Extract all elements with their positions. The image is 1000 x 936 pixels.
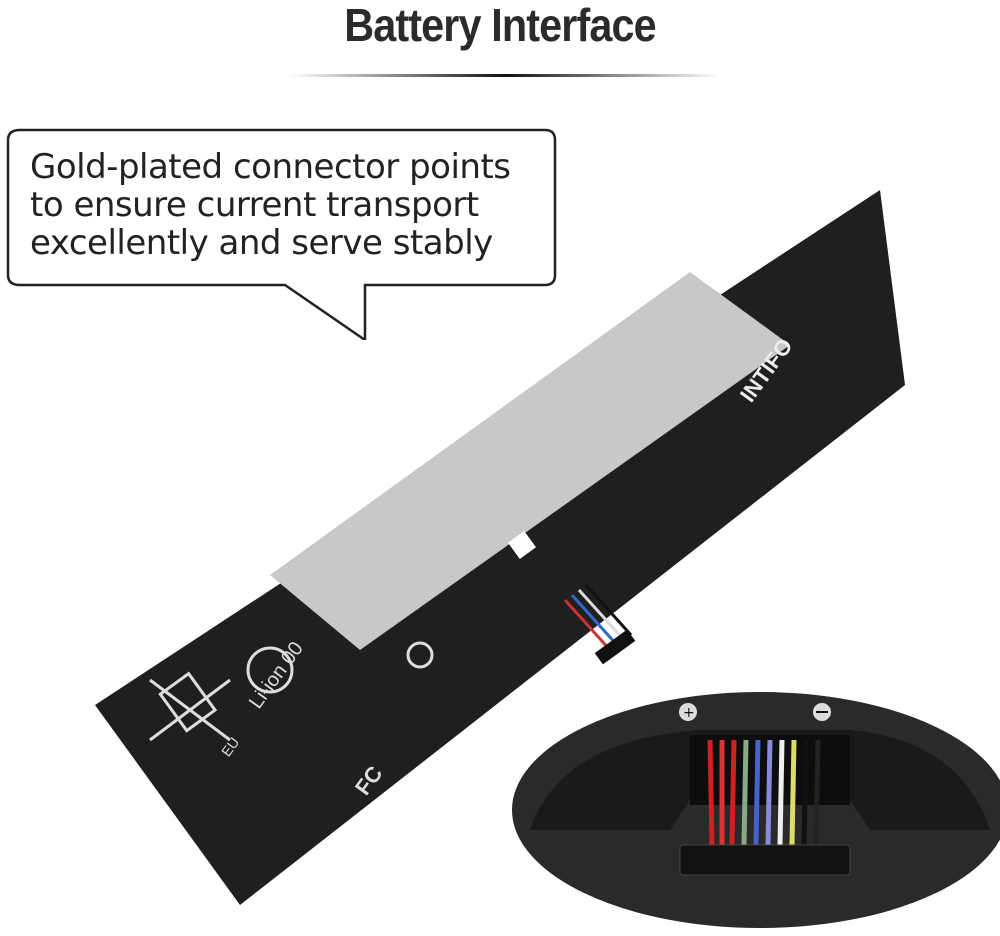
connector-slot	[508, 531, 536, 559]
title-divider	[290, 74, 720, 77]
callout-line: Gold-plated connector points	[30, 147, 511, 187]
recycle-icon	[246, 646, 294, 694]
weee-bin-icon	[149, 671, 231, 742]
wire-bundle	[707, 739, 821, 846]
page-title: Battery Interface	[344, 0, 656, 51]
connector-wires	[563, 583, 633, 652]
battery-label-sticker	[270, 272, 790, 650]
closeup-plug	[679, 844, 851, 876]
callout-line: to ensure current transport	[30, 185, 479, 225]
callout-line: excellently and serve stably	[30, 223, 493, 263]
plus-marker-icon	[679, 703, 697, 721]
cert-mark-icon	[406, 641, 434, 669]
speech-bubble	[6, 128, 557, 340]
connector-plug	[594, 629, 636, 665]
svg-text:+: +	[683, 705, 695, 721]
callout-text: Gold-plated connector points to ensure c…	[30, 148, 511, 262]
